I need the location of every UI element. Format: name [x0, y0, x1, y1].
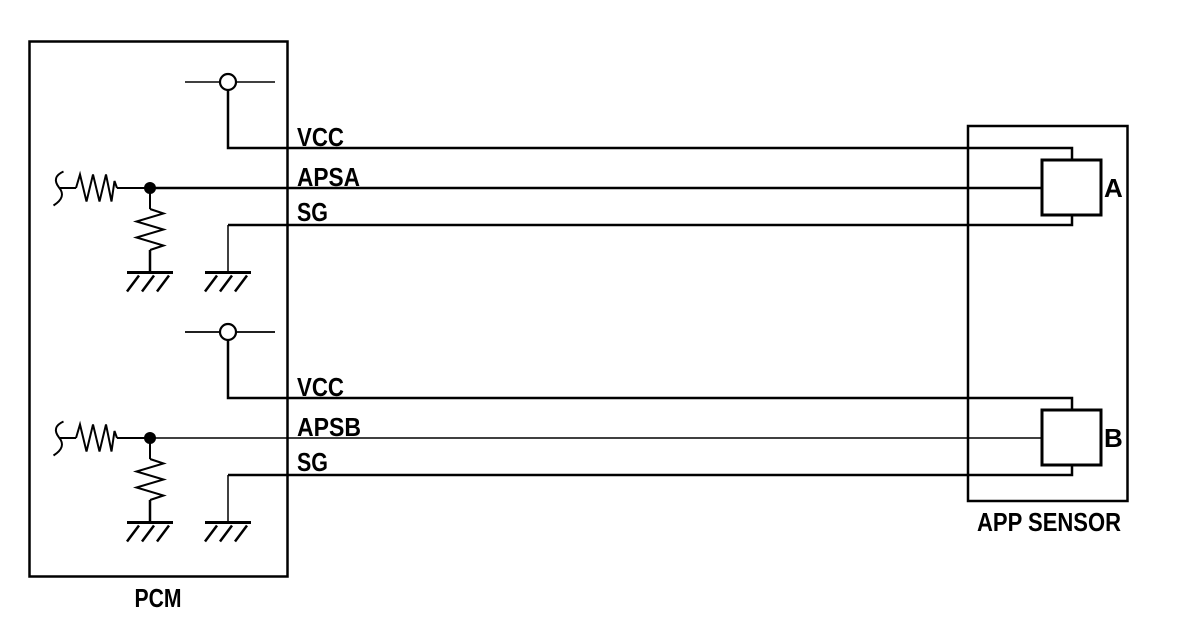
supply-terminal-circle-a — [218, 72, 238, 92]
wire-break-symbol-a — [52, 170, 64, 207]
app-sensor-label: APP SENSOR — [977, 507, 1121, 537]
sg-label-b: SG — [297, 447, 328, 477]
ground-symbol-b2 — [204, 521, 251, 543]
apsb-label: APSB — [297, 412, 361, 442]
sensor-element-b-box — [1040, 408, 1103, 467]
connector-a-label: A — [1104, 173, 1123, 203]
apsa-label: APSA — [297, 162, 360, 192]
pulldown-resistor-a — [132, 208, 168, 251]
ground-symbol-b1 — [126, 521, 173, 543]
pcm-label: PCM — [135, 583, 182, 613]
vcc-wire-b — [226, 341, 1074, 411]
pcm-box — [28, 40, 289, 578]
sg-label-a: SG — [297, 197, 328, 227]
sg-wire-a — [228, 214, 1074, 227]
sg-wire-b — [228, 464, 1074, 477]
channel-a-circuit: VCC APSA SG — [52, 72, 1074, 293]
pulldown-resistor-b — [132, 458, 168, 501]
wire-break-symbol-b — [52, 420, 64, 457]
app-sensor-block: APP SENSOR — [966, 124, 1129, 537]
ground-symbol-a1 — [126, 271, 173, 293]
vcc-label-a: VCC — [297, 122, 344, 152]
vcc-label-b: VCC — [297, 372, 344, 402]
supply-terminal-circle-b — [218, 322, 238, 342]
series-resistor-a — [75, 170, 118, 202]
channel-b-circuit: VCC APSB SG — [52, 322, 1074, 543]
series-resistor-b — [75, 420, 118, 452]
sensor-element-b: B — [1040, 408, 1123, 467]
vcc-wire-a — [226, 91, 1074, 161]
sensor-element-a-box — [1040, 158, 1103, 217]
app-sensor-box — [966, 124, 1129, 503]
connector-b-label: B — [1104, 423, 1123, 453]
ground-symbol-a2 — [204, 271, 251, 293]
pcm-block: PCM — [28, 40, 289, 613]
sensor-element-a: A — [1040, 158, 1123, 217]
